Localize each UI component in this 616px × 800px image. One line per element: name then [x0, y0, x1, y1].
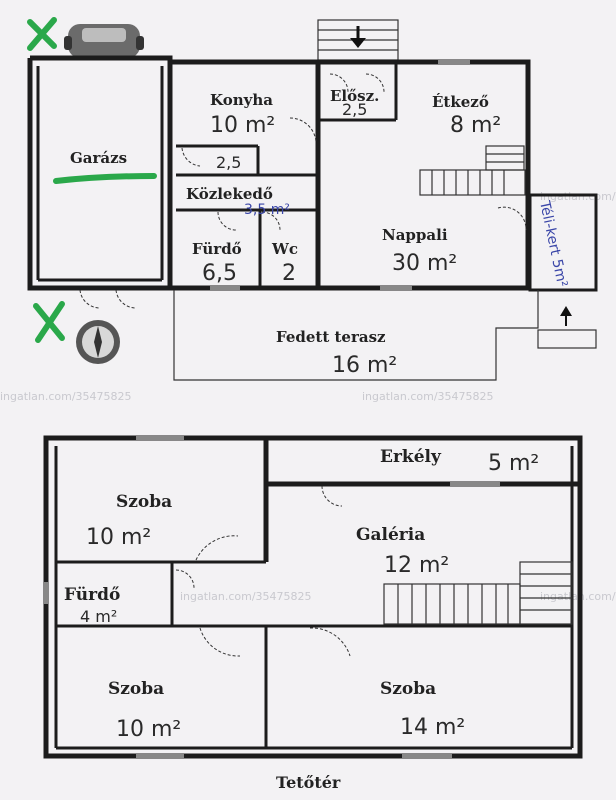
- room-furdo-label: Fürdő: [192, 240, 242, 258]
- room-erkely-area: 5 m²: [488, 451, 539, 476]
- room-furdo-upper-label: Fürdő: [64, 585, 120, 605]
- terrace-arrow-icon: [560, 306, 572, 326]
- watermark-upper: ingatlan.com/35475825: [180, 590, 312, 603]
- room-kozlekedo-label: Közlekedő: [186, 185, 273, 203]
- room-szoba2-area: 10 m²: [116, 717, 181, 742]
- room-wc-area: 2: [282, 261, 296, 286]
- watermark-left: ingatlan.com/35475825: [0, 390, 132, 403]
- room-garazs-label: Garázs: [70, 149, 127, 167]
- room-etkezo-label: Étkező: [432, 93, 489, 111]
- room-terasz-area: 16 m²: [332, 353, 397, 378]
- room-furdo-area: 6,5: [202, 261, 237, 286]
- room-konyha-area: 10 m²: [210, 113, 275, 138]
- floor-caption: Tetőtér: [276, 773, 341, 792]
- room-erkely-label: Erkély: [380, 447, 442, 467]
- room-szoba1-label: Szoba: [116, 492, 172, 512]
- compass-icon: [76, 320, 120, 364]
- room-galeria-label: Galéria: [356, 525, 425, 545]
- room-nappali-label: Nappali: [382, 226, 448, 244]
- car-icon: [64, 24, 144, 58]
- annotation-underline: [53, 173, 157, 184]
- room-szoba3-label: Szoba: [380, 679, 436, 699]
- entry-stairs: [317, 19, 399, 61]
- watermark-center: ingatlan.com/35475825: [362, 390, 494, 403]
- room-kozlekedo-area: 3,5 m²: [244, 202, 290, 218]
- entry-arrow-icon: [350, 26, 366, 48]
- cross-mark-icon: [33, 301, 65, 343]
- room-szoba2-label: Szoba: [108, 679, 164, 699]
- cross-mark-icon: [27, 17, 57, 51]
- room-szoba1-area: 10 m²: [86, 525, 151, 550]
- upper-stairs: [383, 561, 573, 625]
- room-etkezo-area: 8 m²: [450, 113, 501, 138]
- room-furdo-upper-area: 4 m²: [80, 607, 117, 626]
- room-konyha-label: Konyha: [210, 91, 273, 109]
- room-szoba3-area: 14 m²: [400, 715, 465, 740]
- room-wc-label: Wc: [271, 240, 298, 258]
- room-galeria-area: 12 m²: [384, 553, 449, 578]
- room-telikert-label: Téli-kert 5m²: [536, 199, 570, 289]
- room-nappali-area: 30 m²: [392, 251, 457, 276]
- room-terasz-label: Fedett terasz: [276, 328, 386, 346]
- room-elosz-area: 2,5: [342, 100, 367, 119]
- room-elosz-label: Elősz.: [330, 87, 379, 105]
- ground-stairs: [419, 145, 526, 196]
- room-kamra-area: 2,5: [216, 153, 241, 172]
